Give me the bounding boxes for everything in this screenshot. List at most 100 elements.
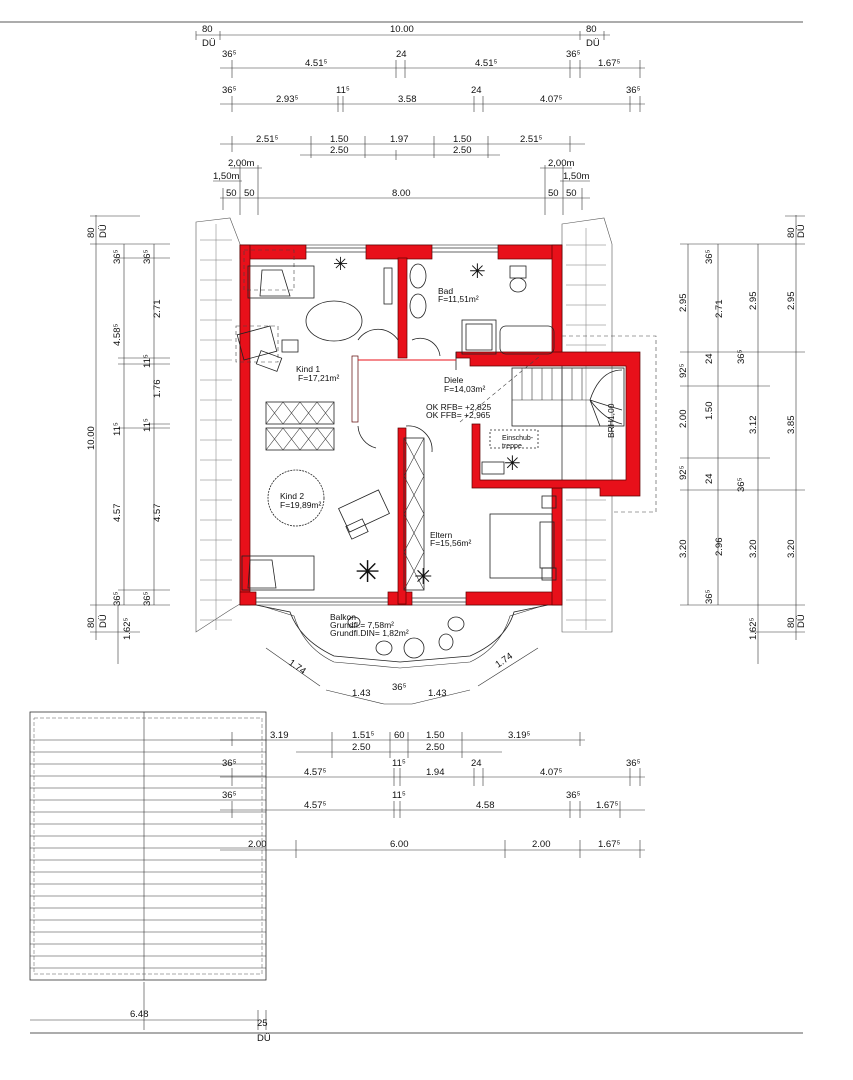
right-d-b: DÜ <box>796 224 807 238</box>
balkon-area1: Grundfl.= 7,58m² <box>330 620 394 630</box>
dim-r5-a: 2,00m <box>228 158 254 169</box>
right-c-c: 3.12 <box>748 416 759 435</box>
dim-r4-b: 1.50 <box>330 134 349 145</box>
du-top-left: DÜ <box>202 38 216 49</box>
right-d-d: 3.85 <box>786 416 797 435</box>
dim-top-80-left: 80 <box>202 24 213 35</box>
bot-r1-b: 1.51⁵ <box>352 730 374 741</box>
eltern-furniture: ✳ ✳ <box>403 429 557 591</box>
ok-rfb: OK RFB= +2,825 <box>426 402 491 412</box>
bot-r3-e: 36⁵ <box>566 790 581 801</box>
plant-icon: ✳ <box>333 254 348 274</box>
plant-icon-diele: ✳ <box>504 453 521 475</box>
right-c-a: 2.95 <box>748 292 759 311</box>
dim-top-80-right: 80 <box>586 24 597 35</box>
roof-25: 25 <box>257 1018 268 1029</box>
kind2-name: Kind 2 <box>280 491 304 501</box>
bot-r4-c: 2.00 <box>532 839 551 850</box>
balkon-area2: Grundfl.DIN= 1,82m² <box>330 628 409 638</box>
kind1-area: F=17,21m² <box>298 373 340 383</box>
dim-r3-b: 2.93⁵ <box>276 94 298 105</box>
lower-roof-plan: 6.48 25 DÜ <box>29 711 271 1044</box>
dim-r3-a: 36⁵ <box>222 85 237 96</box>
left-in-b: 2.71 <box>152 300 163 319</box>
bottom-dimensions: 3.19 1.51⁵ 60 1.50 3.19⁵ 2.50 2.50 36⁵ 4… <box>220 730 645 858</box>
bot-r3-a: 36⁵ <box>222 790 237 801</box>
bot-r2-b: 4.57⁵ <box>304 767 326 778</box>
dim-r5-f: 50 <box>548 188 559 199</box>
left-in-a: 36⁵ <box>142 249 153 264</box>
kind1-name: Kind 1 <box>296 364 320 374</box>
dim-r4-f: 2.50 <box>330 145 349 156</box>
bot-r1-e: 3.19⁵ <box>508 730 530 741</box>
bot-r2-e: 24 <box>471 758 482 769</box>
balk-dim-e: 1.74 <box>493 651 514 671</box>
bot-r1-d: 1.50 <box>426 730 445 741</box>
right-dimensions: 2.95 92⁵ 2.00 92⁵ 3.20 36⁵ 2.71 24 1.50 … <box>678 215 807 664</box>
left-10-00: 10.00 <box>86 426 97 450</box>
bot-r4-a: 2.00 <box>248 839 267 850</box>
bot-r2-f: 4.07⁵ <box>540 767 562 778</box>
balkon-name: Balkon <box>330 612 356 622</box>
dim-r4-g: 2.50 <box>453 145 472 156</box>
right-a-d: 92⁵ <box>678 465 689 480</box>
right-a-e: 3.20 <box>678 540 689 559</box>
right-c-d: 36⁵ <box>736 477 747 492</box>
left-du-bot: DÜ <box>98 614 109 628</box>
right-d-f: 80 <box>786 617 797 628</box>
dim-r4-c: 1.97 <box>390 134 409 145</box>
eltern-area: F=15,56m² <box>430 538 472 548</box>
left-dimensions: 80 DÜ 10.00 1.62⁵ 36⁵ 4.58⁵ 11⁵ 4.57 36⁵… <box>86 215 170 664</box>
balk-dim-a: 1.74 <box>286 657 307 677</box>
right-d-c: 2.95 <box>786 292 797 311</box>
bot-r3-b: 4.57⁵ <box>304 800 326 811</box>
bot-r3-c: 11⁵ <box>392 790 406 801</box>
bot-r2-g: 36⁵ <box>626 758 641 769</box>
staircase: BRH1,00 <box>511 367 625 438</box>
right-b-a: 36⁵ <box>704 249 715 264</box>
bot-r3-f: 1.67⁵ <box>596 800 618 811</box>
right-b-d: 1.50 <box>704 402 715 421</box>
dim-r5-c: 50 <box>226 188 237 199</box>
doors <box>357 328 441 453</box>
right-a-a: 2.95 <box>678 294 689 313</box>
dim-top-total: 10.00 <box>390 24 414 35</box>
plant-icon-bad: ✳ <box>469 261 486 283</box>
dim-r5-g: 50 <box>566 188 577 199</box>
bad-name: Bad <box>438 286 453 296</box>
left-mid-c: 11⁵ <box>112 422 123 436</box>
dim-r2-e: 36⁵ <box>566 49 581 60</box>
left-in-d: 1.76 <box>152 380 163 399</box>
right-a-b: 92⁵ <box>678 363 689 378</box>
bad-area: F=11,51m² <box>438 294 479 304</box>
balk-dim-c: 36⁵ <box>392 682 407 693</box>
left-in-g: 36⁵ <box>142 591 153 606</box>
balk-dim-b: 1.43 <box>352 688 371 699</box>
left-in-f: 4.57 <box>152 504 163 523</box>
left-mid-d: 4.57 <box>112 504 123 523</box>
right-d-g: DÜ <box>796 614 807 628</box>
left-162: 1.62⁵ <box>122 618 133 640</box>
left-80-bot: 80 <box>86 617 97 628</box>
wardrobe-kids <box>265 401 335 451</box>
right-c-e: 3.20 <box>748 540 759 559</box>
left-du-top: DÜ <box>98 224 109 238</box>
dim-r5-b: 1,50m <box>213 171 239 182</box>
brh-label: BRH1,00 <box>606 403 616 438</box>
dim-r2-a: 36⁵ <box>222 49 237 60</box>
plant-icon-eltern: ✳ <box>414 564 432 589</box>
left-mid-e: 36⁵ <box>112 591 123 606</box>
right-c-f: 1.62⁵ <box>748 618 759 640</box>
right-a-c: 2.00 <box>678 410 689 429</box>
kind1-furniture: ✳ <box>236 254 393 372</box>
du-top-right: DÜ <box>586 38 600 49</box>
plant-icon-2: ✳ <box>355 556 380 589</box>
dim-r3-f: 4.07⁵ <box>540 94 562 105</box>
windows <box>256 247 498 603</box>
bot-r1-c: 60 <box>394 730 405 741</box>
right-b-g: 36⁵ <box>704 589 715 604</box>
right-b-e: 24 <box>704 473 715 484</box>
bot-r2-c: 11⁵ <box>392 758 406 769</box>
balk-dim-d: 1.43 <box>428 688 447 699</box>
bot-r1-f: 2.50 <box>352 742 371 753</box>
